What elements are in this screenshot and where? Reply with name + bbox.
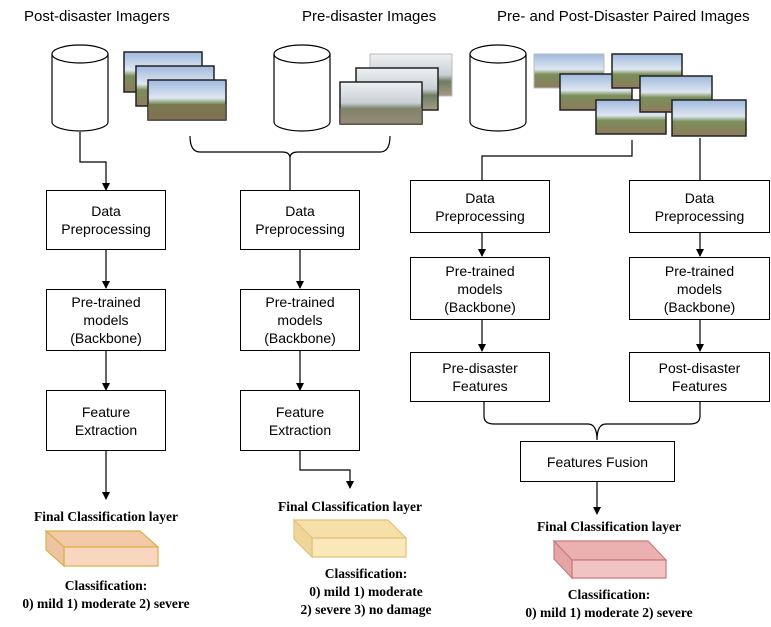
final-classification-label: Final Classification layer [34, 509, 178, 524]
classification-classes: 0) mild 1) moderate 2) severe [22, 596, 190, 611]
classification-title: Classification: [324, 566, 408, 581]
database-icon [273, 44, 331, 132]
panorama-photo-icon [533, 53, 747, 137]
database-icon [51, 44, 109, 132]
final-classification-label: Final Classification layer [537, 519, 681, 534]
panorama-photo-icon [339, 53, 453, 125]
classification-title: Classification: [567, 587, 651, 602]
column-title: Pre-disaster Images [302, 8, 437, 25]
features-fusion-box: Features Fusion [520, 441, 675, 482]
panorama-photo-icon [123, 51, 227, 121]
final-classification-label: Final Classification layer [278, 499, 422, 514]
classification-title: Classification: [64, 578, 148, 593]
classification-classes: 2) severe 3) no damage [300, 602, 432, 617]
column-title: Post-disaster Imagers [24, 8, 170, 25]
database-icon [469, 44, 527, 132]
cuboid-layer-icon [44, 529, 160, 568]
classification-classes: 0) mild 1) moderate 2) severe [525, 605, 693, 620]
cuboid-layer-icon [292, 518, 408, 559]
cuboid-layer-icon [552, 539, 668, 580]
column-title: Pre- and Post-Disaster Paired Images [497, 8, 750, 25]
classification-classes: 0) mild 1) moderate [309, 584, 423, 599]
